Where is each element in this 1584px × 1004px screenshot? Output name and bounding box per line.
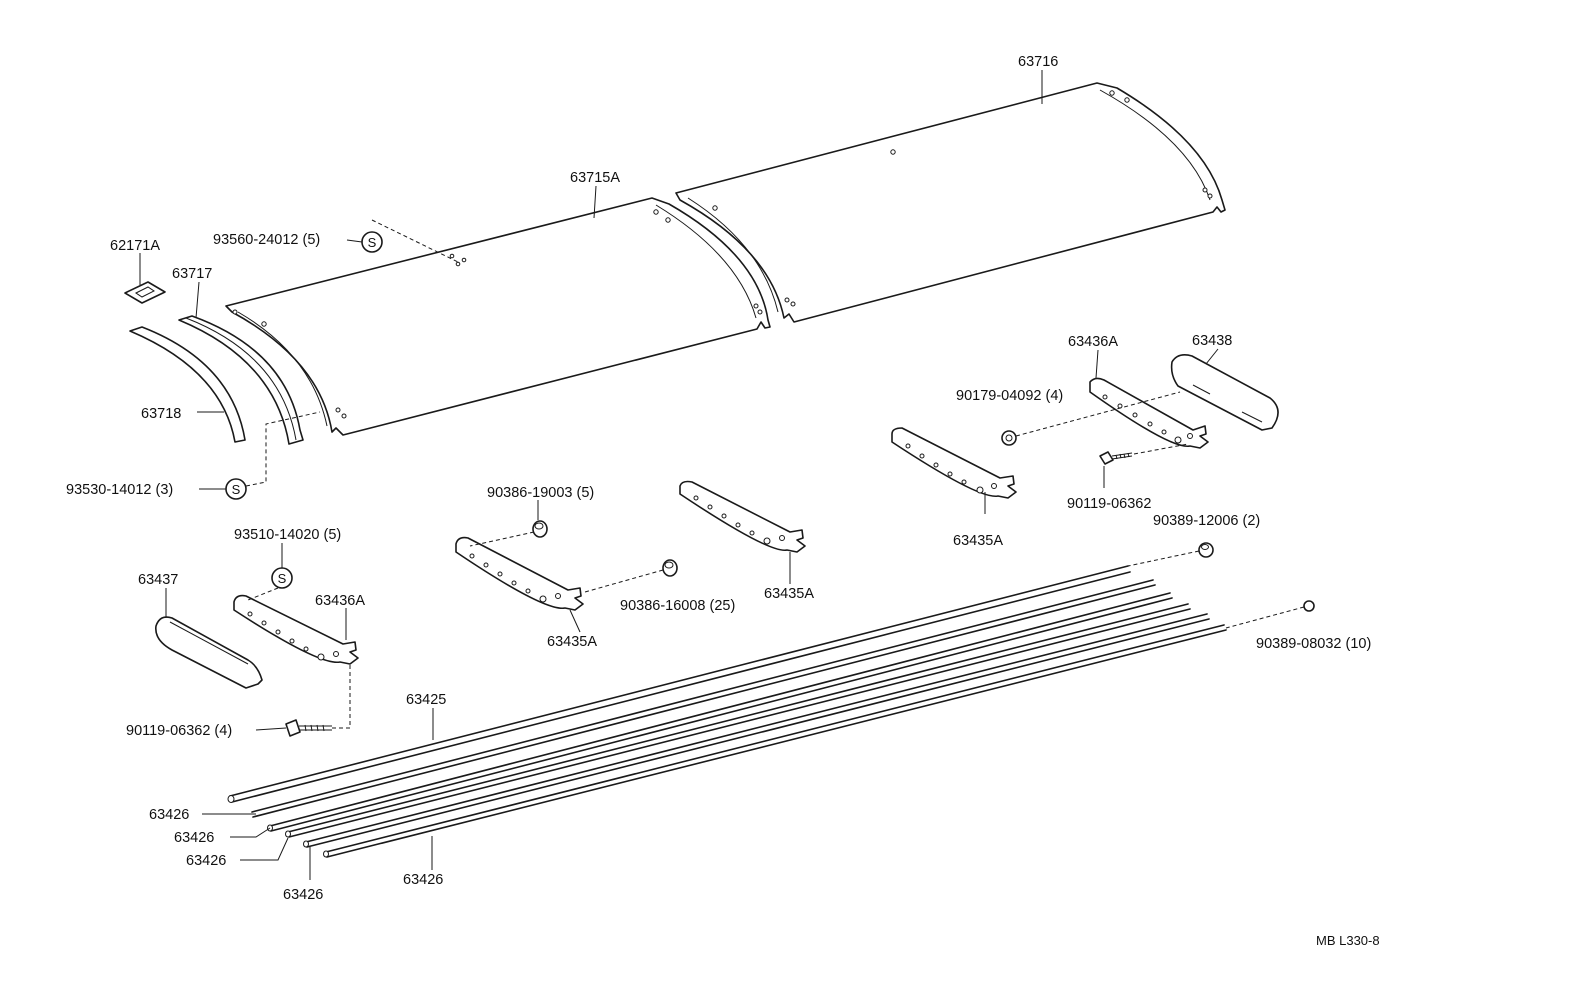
clip-62171a — [124, 281, 166, 304]
label-90386-19003: 90386-19003 (5) — [487, 485, 594, 501]
label-90389-08032: 90389-08032 (10) — [1256, 636, 1371, 652]
svg-text:S: S — [278, 571, 287, 586]
dash-08032 — [1225, 606, 1305, 629]
label-63718: 63718 — [141, 406, 181, 422]
label-90179-04092: 90179-04092 (4) — [956, 388, 1063, 404]
dash-90119-left — [332, 664, 351, 729]
label-63435a-right: 63435A — [953, 533, 1003, 549]
label-63435a-middle: 63435A — [764, 586, 814, 602]
label-63436a-right: 63436A — [1068, 334, 1118, 350]
label-63426-1: 63426 — [149, 807, 189, 823]
label-93510-14020: 93510-14020 (5) — [234, 527, 341, 543]
support-63435a-middle — [679, 480, 806, 553]
molding-63718 — [129, 326, 246, 443]
label-63437: 63437 — [138, 572, 178, 588]
leaders — [139, 70, 1219, 880]
dash-16008 — [584, 569, 664, 593]
label-90119-06362-left: 90119-06362 (4) — [126, 723, 232, 739]
svg-text:S: S — [232, 482, 241, 497]
label-93530-14012: 93530-14012 (3) — [66, 482, 173, 498]
label-63716: 63716 — [1018, 54, 1058, 70]
label-63435a-left: 63435A — [547, 634, 597, 650]
rod-group — [227, 565, 1227, 858]
support-63436a-left — [233, 594, 359, 665]
rod-63426-5 — [323, 624, 1227, 858]
rod-63425 — [227, 565, 1131, 803]
dash-90179 — [1015, 391, 1181, 437]
label-63436a-left: 63436A — [315, 593, 365, 609]
label-62171a: 62171A — [110, 238, 160, 254]
rod-63426-4 — [303, 613, 1210, 848]
dash-19003 — [469, 531, 535, 547]
label-63438: 63438 — [1192, 333, 1232, 349]
cap-90389-08032 — [1303, 600, 1315, 612]
roof-panel-front — [225, 197, 771, 436]
support-63436a-right — [1089, 377, 1209, 449]
rail-63717 — [178, 315, 304, 445]
dash-93530 — [245, 411, 321, 487]
label-90119-06362-right: 90119-06362 — [1067, 496, 1151, 512]
svg-text:S: S — [368, 235, 377, 250]
support-63435a-left — [455, 536, 584, 611]
label-63426-4: 63426 — [283, 887, 323, 903]
support-63435a-right — [891, 427, 1017, 499]
end-cap-63438 — [1170, 354, 1279, 431]
end-cap-63437 — [155, 616, 263, 689]
bolt-90119-06362-right — [1099, 451, 1133, 465]
dash-12006 — [1127, 550, 1200, 567]
nut-90179-04092 — [1001, 430, 1017, 446]
label-63426-5: 63426 — [403, 872, 443, 888]
labels: 63716 63715A 62171A 93560-24012 (5) 6371… — [66, 54, 1380, 948]
dash-93560 — [371, 219, 459, 263]
label-90389-12006: 90389-12006 (2) — [1153, 513, 1260, 529]
rod-63426-2 — [267, 592, 1173, 832]
rod-63426-1 — [251, 579, 1156, 818]
roof-panel-rear — [675, 82, 1226, 323]
label-63715a: 63715A — [570, 170, 620, 186]
rod-63426-3 — [285, 603, 1191, 838]
label-93560-24012: 93560-24012 (5) — [213, 232, 320, 248]
label-63425: 63425 — [406, 692, 446, 708]
dash-93510 — [247, 587, 279, 601]
s-symbol-93510: S — [271, 567, 293, 589]
cap-90389-12006 — [1198, 542, 1214, 558]
s-symbol-93530: S — [225, 478, 247, 500]
s-symbol-93560: S — [361, 231, 383, 253]
spacer-90386-16008 — [662, 559, 678, 577]
spacer-90386-19003 — [532, 520, 548, 538]
bolt-90119-06362-left — [285, 719, 332, 737]
label-90386-16008: 90386-16008 (25) — [620, 598, 735, 614]
rail-63717-inner — [185, 317, 297, 441]
label-63717: 63717 — [172, 266, 212, 282]
diagram-code: MB L330-8 — [1316, 933, 1380, 948]
dash-90119-right — [1133, 443, 1189, 455]
label-63426-2: 63426 — [174, 830, 214, 846]
label-63426-3: 63426 — [186, 853, 226, 869]
